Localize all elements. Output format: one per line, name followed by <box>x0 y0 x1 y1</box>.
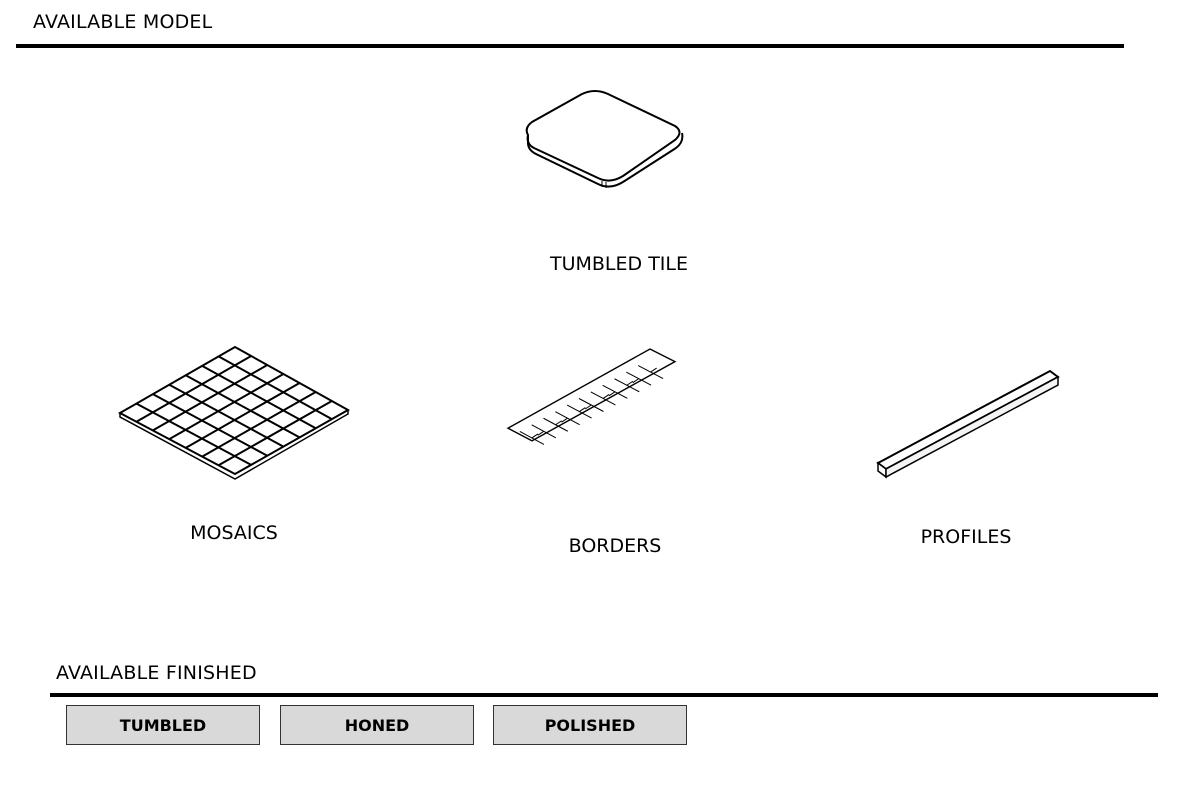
available-model-heading: AVAILABLE MODEL <box>33 11 213 33</box>
border-strip-icon <box>506 348 677 445</box>
model-label-tumbled-tile: TUMBLED TILE <box>549 253 689 275</box>
available-finishes-heading: AVAILABLE FINISHED <box>56 662 257 684</box>
tumbled-tile-icon <box>525 90 684 188</box>
section-divider <box>50 693 1158 697</box>
finish-button-tumbled[interactable]: TUMBLED <box>66 705 260 745</box>
finish-button-polished[interactable]: POLISHED <box>493 705 687 745</box>
section-divider <box>16 44 1124 48</box>
model-label-profiles: PROFILES <box>920 526 1012 548</box>
profile-bar-icon <box>876 369 1060 479</box>
finish-button-honed[interactable]: HONED <box>280 705 474 745</box>
model-label-borders: BORDERS <box>568 535 662 557</box>
model-label-mosaics: MOSAICS <box>190 522 278 544</box>
